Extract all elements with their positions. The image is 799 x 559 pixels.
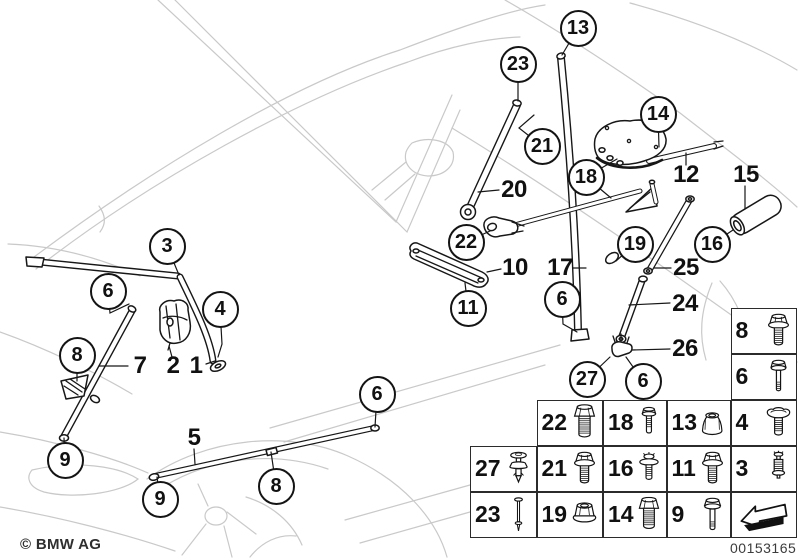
- part-label-10[interactable]: 10: [502, 254, 528, 281]
- fastener-number: 19: [541, 501, 568, 528]
- fastener-number: 21: [541, 455, 568, 481]
- callout-circle-19[interactable]: 19: [616, 225, 654, 263]
- fastener-cell-14[interactable]: 14: [603, 491, 667, 538]
- washer-screw-icon: [634, 448, 664, 490]
- copyright-text: © BMW AG: [20, 536, 102, 553]
- callout-circle-3[interactable]: 3: [148, 227, 186, 265]
- hex-flange-bolt-icon: [569, 448, 600, 490]
- part-label-7[interactable]: 7: [133, 352, 147, 379]
- fastener-cell-6[interactable]: 6: [730, 353, 797, 400]
- fastener-number: 11: [671, 455, 696, 481]
- part-front-strut-brace: [25, 256, 227, 373]
- fastener-number: 16: [608, 455, 634, 481]
- part-strut-24: [615, 275, 648, 344]
- callout-circle-13[interactable]: 13: [559, 9, 597, 47]
- callout-circle-9b[interactable]: 9: [141, 480, 179, 518]
- part-strut-20: [459, 99, 522, 221]
- hex-flange-bolt-icon: [763, 310, 794, 352]
- part-plate-10: [409, 242, 489, 288]
- callout-circle-6c[interactable]: 6: [624, 362, 662, 400]
- hex-bolt-icon: [634, 494, 664, 536]
- flange-nut-icon: [569, 494, 600, 536]
- long-hex-bolt-icon: [763, 356, 794, 398]
- fastener-number: 3: [735, 455, 749, 481]
- fastener-number: 23: [475, 501, 501, 528]
- parts-artwork: [25, 52, 782, 482]
- fastener-number: 22: [541, 409, 568, 435]
- fastener-number: 4: [735, 409, 749, 435]
- part-label-24[interactable]: 24: [672, 290, 698, 317]
- callout-circle-21[interactable]: 21: [523, 127, 561, 165]
- fastener-cell-23[interactable]: 23: [470, 491, 537, 538]
- part-strut-7: [58, 305, 137, 442]
- callout-circle-22[interactable]: 22: [447, 223, 485, 261]
- part-sill-strut-5: [148, 424, 380, 482]
- fastener-cell-11[interactable]: 11: [666, 445, 731, 492]
- direction-arrow-icon: [740, 503, 788, 531]
- callout-circle-18[interactable]: 18: [567, 158, 605, 196]
- part-wedge-bracket: [60, 374, 89, 400]
- callout-circle-23[interactable]: 23: [499, 45, 537, 83]
- part-label-26[interactable]: 26: [672, 335, 698, 362]
- fastener-number: 8: [735, 317, 749, 343]
- part-label-5[interactable]: 5: [187, 424, 201, 451]
- small-bolt-icon: [634, 402, 664, 444]
- part-cylinder-15: [729, 194, 782, 236]
- part-label-12[interactable]: 12: [673, 161, 699, 188]
- anchor-screw-icon: [763, 448, 794, 490]
- tall-flange-nut-icon: [697, 402, 727, 444]
- callout-circle-16[interactable]: 16: [693, 225, 731, 263]
- part-label-25[interactable]: 25: [673, 254, 699, 281]
- callout-circle-6d[interactable]: 6: [358, 375, 396, 413]
- fastener-cell-9[interactable]: 9: [666, 491, 731, 538]
- hex-flange-bolt-icon: [697, 448, 728, 490]
- fastener-number: 13: [671, 409, 698, 435]
- callout-circle-27[interactable]: 27: [568, 360, 606, 398]
- callout-circle-8b[interactable]: 8: [257, 467, 295, 505]
- fastener-number: 27: [475, 455, 501, 481]
- fastener-cell-16[interactable]: 16: [603, 445, 667, 492]
- callout-circle-4[interactable]: 4: [201, 290, 239, 328]
- callout-circle-11[interactable]: 11: [449, 289, 487, 327]
- callout-circle-8a[interactable]: 8: [58, 336, 96, 374]
- part-cross-rod: [483, 188, 643, 238]
- fastener-cell-18[interactable]: 18: [603, 399, 667, 446]
- part-label-2[interactable]: 2: [166, 352, 180, 379]
- hex-bolt-icon: [569, 402, 600, 444]
- part-tower-brace-12: [593, 119, 724, 213]
- expansion-rivet-icon: [503, 448, 534, 490]
- washer-bolt-icon: [763, 402, 794, 444]
- fastener-cell-8[interactable]: 8: [730, 307, 797, 354]
- thin-hex-bolt-icon: [697, 494, 728, 536]
- fastener-cell-3[interactable]: 3: [730, 445, 797, 492]
- part-strut-25: [643, 195, 695, 275]
- fastener-cell-21[interactable]: 21: [536, 445, 603, 492]
- fastener-cell-4[interactable]: 4: [730, 399, 797, 446]
- part-label-15[interactable]: 15: [733, 161, 759, 188]
- callout-circle-6b[interactable]: 6: [543, 280, 581, 318]
- fastener-cell-19[interactable]: 19: [536, 491, 603, 538]
- direction-arrow-cell[interactable]: [730, 491, 797, 538]
- callout-circle-9a[interactable]: 9: [46, 441, 84, 479]
- fastener-number: 14: [608, 501, 634, 528]
- part-fitting-26: [611, 333, 633, 358]
- callout-circle-6a[interactable]: 6: [89, 272, 127, 310]
- fastener-number: 9: [671, 501, 685, 528]
- fastener-number: 6: [735, 363, 749, 389]
- part-label-1[interactable]: 1: [189, 352, 203, 379]
- fastener-cell-27[interactable]: 27: [470, 445, 537, 492]
- fastener-number: 18: [608, 409, 634, 435]
- fastener-cell-13[interactable]: 13: [666, 399, 731, 446]
- long-thin-screw-icon: [503, 494, 534, 536]
- part-label-20[interactable]: 20: [501, 176, 527, 203]
- fastener-cell-22[interactable]: 22: [536, 399, 603, 446]
- document-number: 00153165: [730, 540, 797, 556]
- callout-circle-14[interactable]: 14: [639, 95, 677, 133]
- part-bracket-2: [158, 299, 192, 351]
- part-label-17[interactable]: 17: [547, 254, 573, 281]
